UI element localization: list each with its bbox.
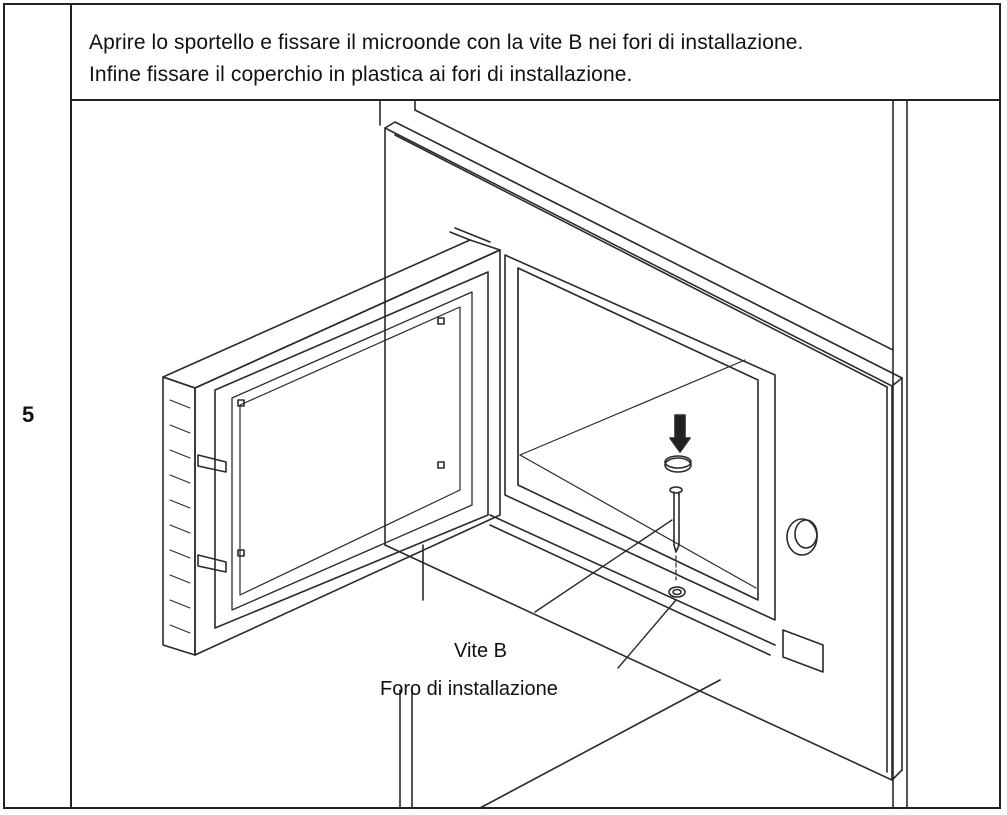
cabinet-outline (380, 101, 907, 808)
microwave-frame (385, 122, 902, 780)
step-number: 5 (22, 402, 35, 427)
open-door (163, 228, 500, 655)
door-hinges (198, 455, 226, 572)
callout-hole-label: Foro di installazione (380, 678, 558, 700)
instruction-line-1: Aprire lo sportello e fissare il microon… (89, 31, 804, 54)
column-divider (70, 3, 72, 809)
screw-assembly (665, 415, 691, 597)
oven-cavity (490, 255, 775, 655)
callout-screw-label: Vite B (454, 640, 507, 662)
row-divider (72, 99, 999, 101)
microwave-installation-drawing (72, 101, 999, 809)
door-vent-slots (170, 400, 190, 633)
table-frame (3, 3, 1001, 809)
instruction-line-2: Infine fissare il coperchio in plastica … (89, 63, 633, 86)
down-arrow-icon (670, 415, 690, 452)
callout-leaders (535, 520, 676, 668)
control-panel (783, 519, 823, 672)
